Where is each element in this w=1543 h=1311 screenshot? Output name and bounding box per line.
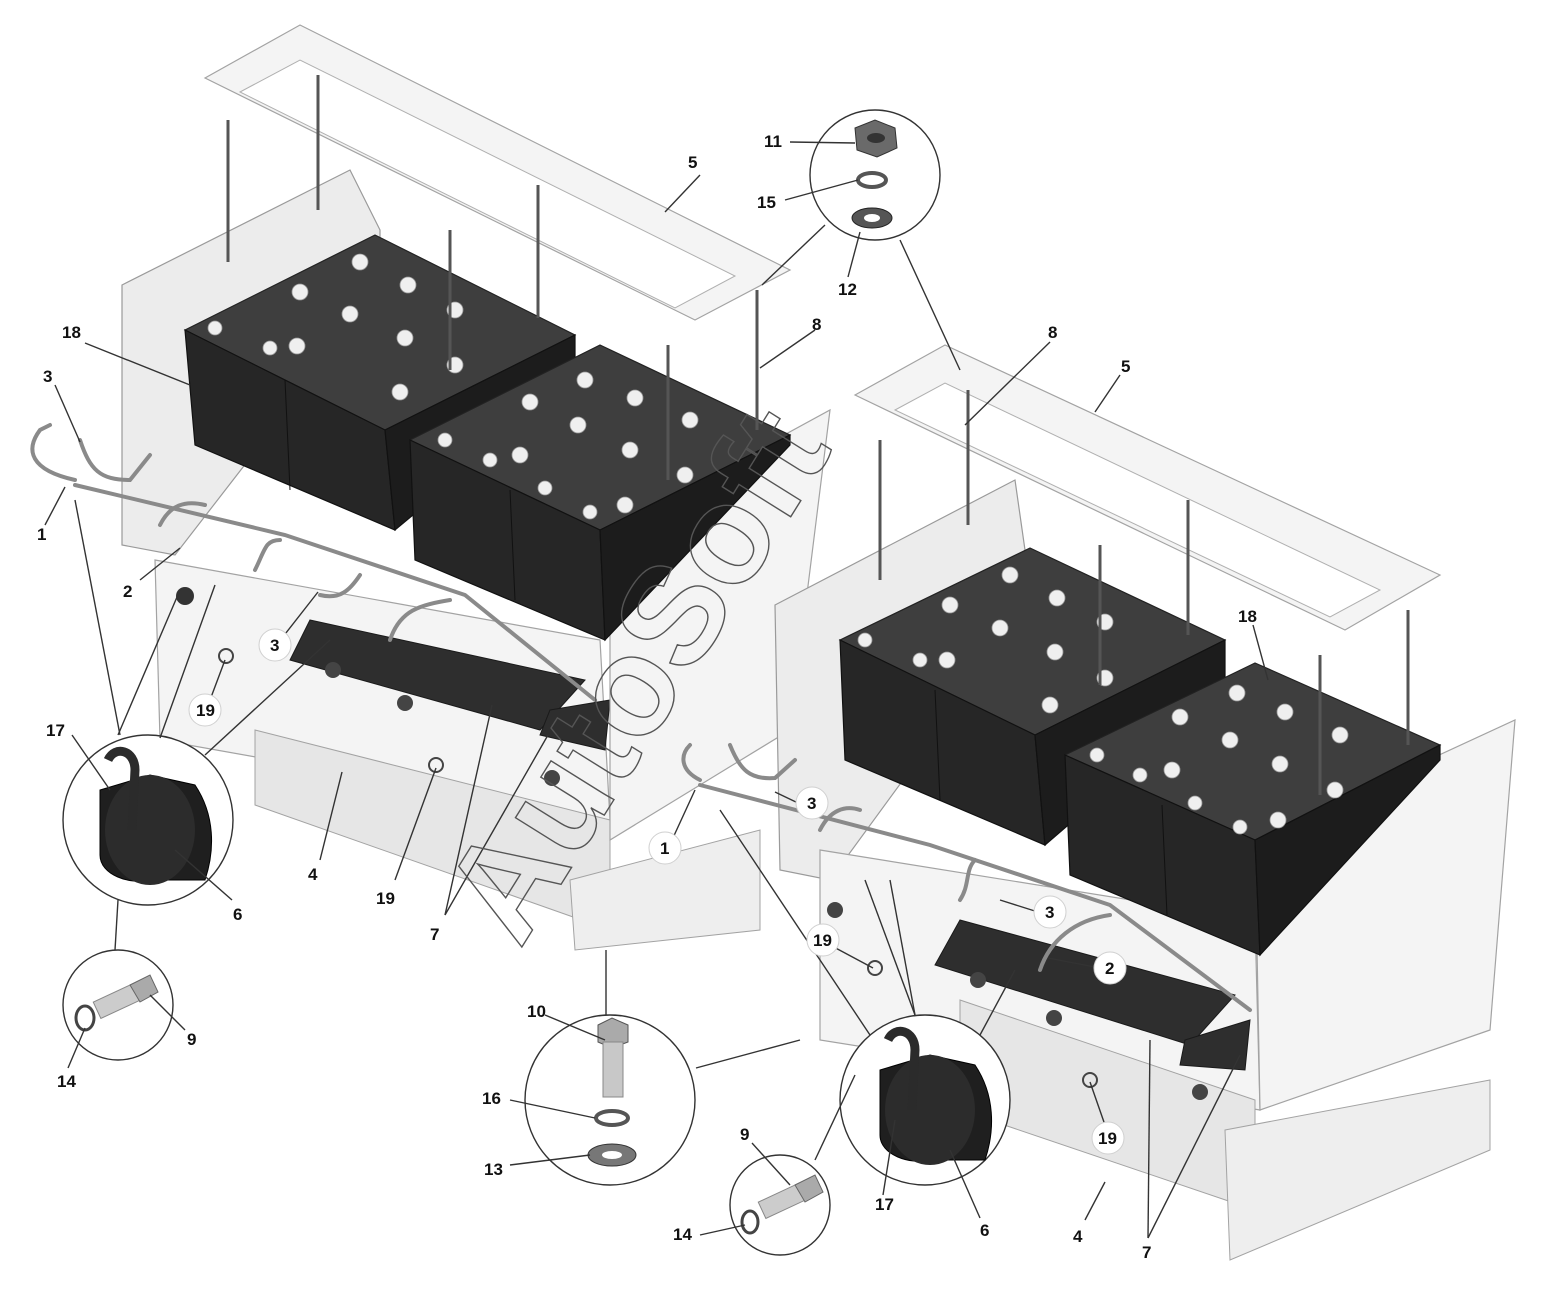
left-batteries <box>183 234 792 642</box>
grommet-19 <box>218 648 234 664</box>
cable-hole <box>827 902 843 918</box>
cable-hole <box>970 972 986 988</box>
label-2-right: 2 <box>1105 959 1114 978</box>
left-box-body <box>154 559 761 951</box>
cable-hole <box>1192 1084 1208 1100</box>
label-3-left-top: 3 <box>43 367 52 386</box>
label-18-left: 18 <box>62 323 81 342</box>
label-1-right: 1 <box>660 839 669 858</box>
label-3-right-b: 3 <box>1045 903 1054 922</box>
label-19-right-b: 19 <box>1098 1129 1117 1148</box>
detail-left-bolt <box>62 949 174 1061</box>
label-6-right: 6 <box>980 1221 989 1240</box>
label-4-right: 4 <box>1073 1227 1083 1246</box>
cable-hole <box>176 587 194 605</box>
cable-hole <box>325 662 341 678</box>
label-9-right: 9 <box>740 1125 749 1144</box>
label-12: 12 <box>838 280 857 299</box>
grommet-19 <box>428 757 444 773</box>
left-mat-rear <box>539 699 611 751</box>
left-mat-front <box>289 619 586 731</box>
label-7-left: 7 <box>430 925 439 944</box>
label-1-left: 1 <box>37 525 46 544</box>
label-10: 10 <box>527 1002 546 1021</box>
label-2-left: 2 <box>123 582 132 601</box>
label-3-right-a: 3 <box>807 794 816 813</box>
left-tie-rods <box>226 75 759 480</box>
label-8-right: 8 <box>1048 323 1057 342</box>
label-19-left-b: 19 <box>376 889 395 908</box>
label-9-left: 9 <box>187 1030 196 1049</box>
label-6-left: 6 <box>233 905 242 924</box>
label-5-right: 5 <box>1121 357 1130 376</box>
label-13: 13 <box>484 1160 503 1179</box>
cable-hole <box>544 770 560 786</box>
left-top-frame <box>203 24 792 321</box>
label-4-left: 4 <box>308 865 318 884</box>
leader-lines <box>44 141 1269 1239</box>
label-17-right: 17 <box>875 1195 894 1214</box>
grommet-19 <box>867 960 883 976</box>
right-tie-rods <box>878 390 1410 795</box>
label-7-right: 7 <box>1142 1243 1151 1262</box>
right-batteries <box>838 547 1442 957</box>
right-battery-box <box>681 344 1516 1261</box>
cable-hole <box>397 695 413 711</box>
label-16: 16 <box>482 1089 501 1108</box>
detail-left-clamp <box>62 499 331 951</box>
label-8-left: 8 <box>812 315 821 334</box>
label-3-left-mid: 3 <box>270 636 279 655</box>
right-mat-rear <box>1179 1019 1251 1071</box>
part-labels: 18 3 1 2 3 19 4 19 7 5 8 11 15 12 8 5 18… <box>37 132 1257 1262</box>
detail-right-clamp <box>719 809 1016 1186</box>
cable-hole <box>1046 1010 1062 1026</box>
detail-bottom-bolt <box>524 950 801 1186</box>
left-cables <box>30 423 597 702</box>
label-17-left: 17 <box>46 721 65 740</box>
label-11: 11 <box>764 132 782 151</box>
detail-nut-washer <box>761 109 961 371</box>
label-19-right-a: 19 <box>813 931 832 950</box>
detail-right-bolt <box>729 1154 831 1256</box>
label-19-left-a: 19 <box>196 701 215 720</box>
grommet-19 <box>1082 1072 1098 1088</box>
label-18-right: 18 <box>1238 607 1257 626</box>
left-battery-box <box>30 24 831 951</box>
label-badges <box>188 628 1127 1155</box>
right-top-frame <box>853 344 1442 631</box>
label-14-left: 14 <box>57 1072 76 1091</box>
label-5-left: 5 <box>688 153 697 172</box>
label-15: 15 <box>757 193 776 212</box>
label-14-right: 14 <box>673 1225 692 1244</box>
